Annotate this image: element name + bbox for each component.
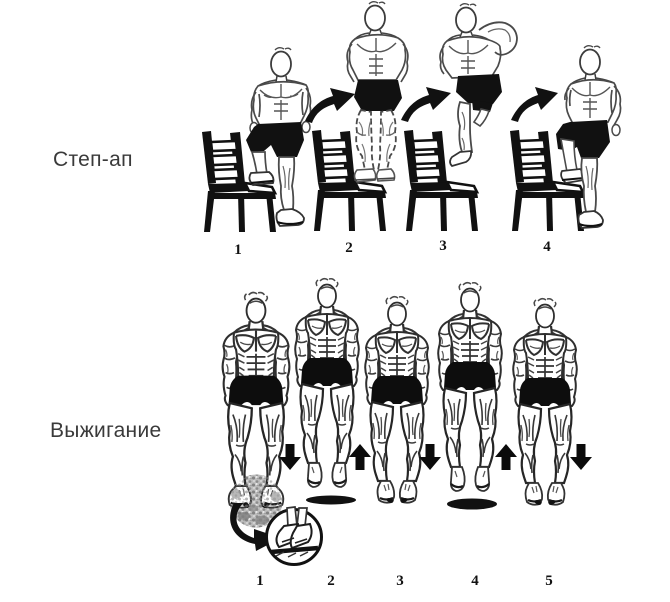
- svg-text:4: 4: [471, 573, 479, 589]
- svg-text:1: 1: [256, 573, 264, 589]
- svg-text:2: 2: [327, 573, 335, 589]
- svg-text:3: 3: [396, 573, 404, 589]
- svg-text:1: 1: [234, 242, 242, 258]
- svg-text:4: 4: [543, 239, 551, 255]
- svg-text:5: 5: [545, 573, 553, 589]
- svg-text:2: 2: [345, 240, 353, 256]
- svg-text:3: 3: [439, 238, 447, 254]
